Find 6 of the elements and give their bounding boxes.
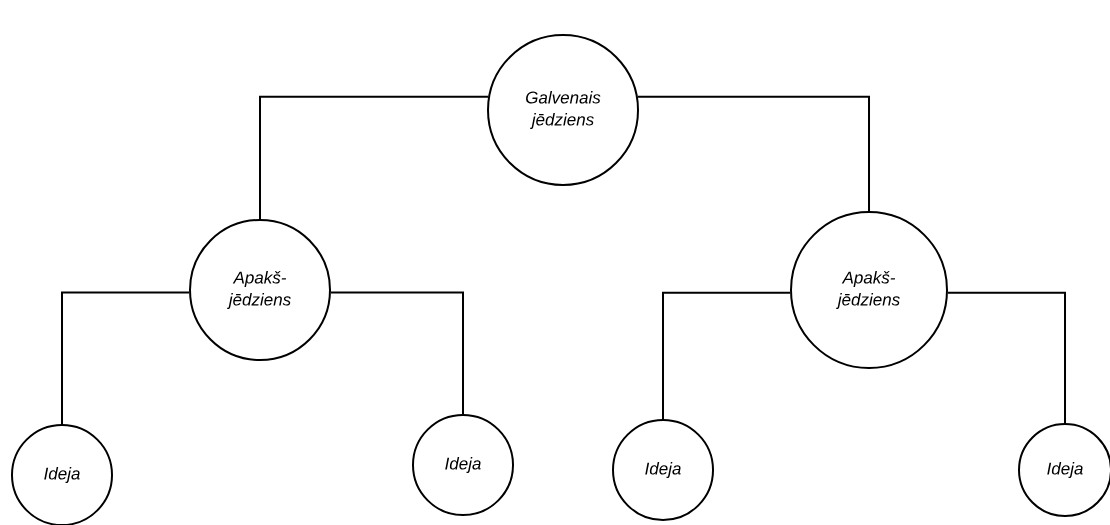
connector-line bbox=[662, 291, 792, 420]
connector-line bbox=[636, 95, 870, 212]
connector-line bbox=[61, 291, 191, 425]
connector-line bbox=[259, 95, 490, 220]
connector-line bbox=[946, 291, 1066, 424]
connector-line bbox=[329, 291, 464, 415]
